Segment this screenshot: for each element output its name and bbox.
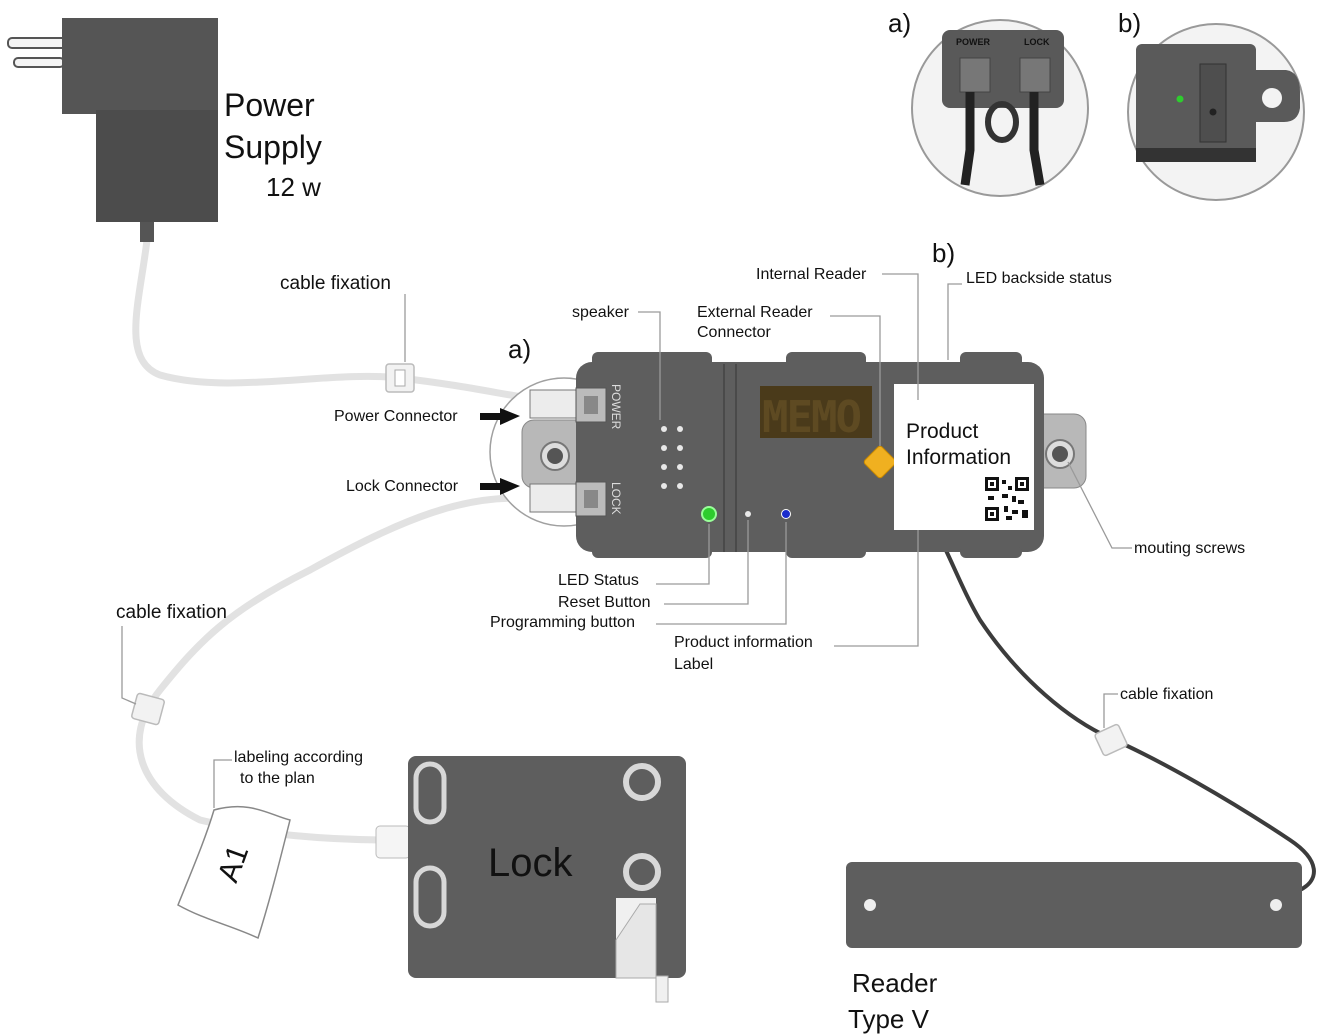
power-cable bbox=[132, 236, 544, 404]
leader-product-label bbox=[834, 530, 919, 647]
inset-b bbox=[1127, 23, 1305, 201]
inset-a: POWER LOCK bbox=[911, 19, 1089, 197]
product-info-text-line1: Product bbox=[906, 420, 979, 443]
screw-right bbox=[1045, 439, 1075, 469]
product-info-text-line2: Information bbox=[906, 446, 1011, 469]
label-programming-button: Programming button bbox=[490, 614, 635, 631]
label-led-backside: LED backside status bbox=[966, 270, 1112, 287]
lock-label: Lock bbox=[488, 841, 573, 885]
reader-label-line1: Reader bbox=[852, 968, 938, 998]
leader-cable-fixation-right bbox=[1103, 693, 1118, 728]
screw-left bbox=[540, 441, 570, 471]
label-labeling-line2: to the plan bbox=[240, 770, 315, 787]
leader-mounting-screws bbox=[1067, 461, 1132, 549]
programming-button[interactable] bbox=[781, 509, 791, 519]
reader-cable bbox=[878, 460, 1316, 892]
label-product-info-line2: Label bbox=[674, 656, 713, 673]
power-connector-port bbox=[529, 387, 607, 423]
reader-type-v bbox=[846, 862, 1302, 948]
label-cable-fixation-left: cable fixation bbox=[116, 602, 227, 623]
inset-a-power-text: POWER bbox=[956, 37, 991, 47]
power-supply bbox=[7, 18, 218, 242]
label-led-status: LED Status bbox=[558, 572, 639, 589]
inset-b-marker: b) bbox=[1118, 8, 1141, 38]
label-external-reader-line1: External Reader bbox=[697, 304, 813, 321]
marker-a: a) bbox=[508, 334, 531, 364]
leader-led-backside bbox=[947, 283, 962, 360]
label-mounting-screws: mouting screws bbox=[1134, 540, 1245, 557]
leader-led-status bbox=[656, 524, 710, 585]
reader-label-line2: Type V bbox=[848, 1004, 930, 1034]
label-labeling-line1: labeling according bbox=[234, 749, 363, 766]
cable-tag: A1 bbox=[177, 805, 291, 940]
leader-programming bbox=[656, 522, 787, 625]
leader-cable-fixation-left bbox=[121, 626, 137, 705]
memo-display-text: MEMO bbox=[762, 392, 860, 443]
leader-speaker bbox=[638, 311, 661, 420]
marker-b: b) bbox=[932, 238, 955, 268]
port-label-power: POWER bbox=[609, 384, 623, 430]
label-power-connector: Power Connector bbox=[334, 408, 458, 425]
label-speaker: speaker bbox=[572, 304, 630, 321]
inset-a-marker: a) bbox=[888, 8, 911, 38]
arrow-lock-connector-icon bbox=[480, 478, 520, 495]
cable-fixation-left bbox=[131, 692, 165, 726]
lock-device bbox=[375, 756, 686, 1003]
speaker-grille bbox=[661, 426, 683, 489]
main-device: POWER LOCK MEMO Product Information bbox=[489, 352, 1087, 558]
cable-fixation-top bbox=[385, 363, 415, 393]
external-reader-connector bbox=[863, 445, 897, 479]
label-reset-button: Reset Button bbox=[558, 594, 651, 611]
power-supply-label-line2: Supply bbox=[224, 129, 322, 165]
label-lock-connector: Lock Connector bbox=[346, 478, 459, 495]
inset-a-lock-text: LOCK bbox=[1024, 37, 1050, 47]
cable-fixation-right bbox=[1094, 723, 1128, 757]
label-cable-fixation-right: cable fixation bbox=[1120, 686, 1213, 703]
power-supply-label-line1: Power bbox=[224, 87, 315, 123]
label-cable-fixation-top: cable fixation bbox=[280, 273, 391, 294]
label-external-reader-line2: Connector bbox=[697, 324, 771, 341]
power-supply-wattage: 12 w bbox=[266, 172, 321, 202]
memo-display bbox=[760, 386, 872, 438]
leader-external-reader bbox=[830, 315, 881, 446]
led-status-indicator bbox=[701, 506, 717, 522]
arrow-power-connector-icon bbox=[480, 408, 520, 425]
reset-button[interactable] bbox=[745, 511, 751, 517]
qr-code-icon bbox=[984, 476, 1030, 522]
lock-connector-port bbox=[529, 481, 607, 517]
label-internal-reader: Internal Reader bbox=[756, 266, 867, 283]
leader-labeling bbox=[213, 759, 232, 808]
leader-internal-reader bbox=[882, 273, 919, 400]
port-label-lock: LOCK bbox=[609, 482, 623, 515]
leader-reset bbox=[664, 520, 749, 605]
label-product-info-line1: Product information bbox=[674, 634, 813, 651]
